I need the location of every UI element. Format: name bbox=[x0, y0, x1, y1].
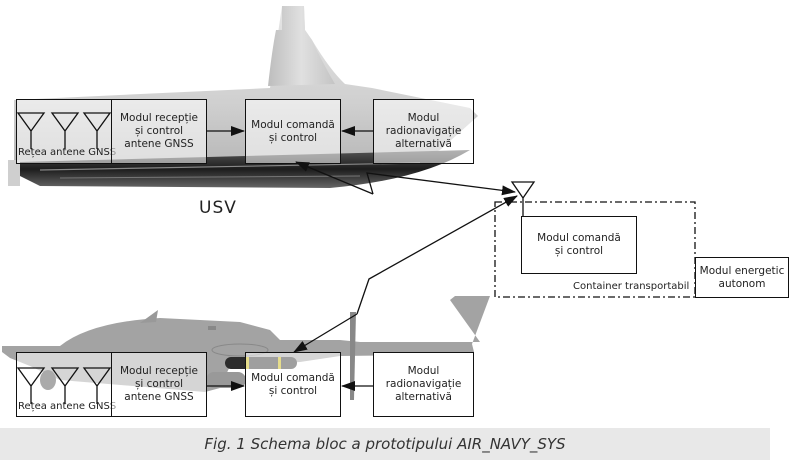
container-label: Container transportabil bbox=[573, 281, 690, 292]
usv-reception-module: Modul recepție și control antene GNSS bbox=[111, 99, 207, 164]
usv-antenna-array-label: Rețea antene GNSS bbox=[18, 147, 117, 158]
figure-caption: Fig. 1 Schema bloc a prototipului AIR_NA… bbox=[0, 428, 770, 460]
container-energy-module: Modul energetic autonom bbox=[695, 257, 789, 298]
uav-reception-module: Modul recepție și control antene GNSS bbox=[111, 352, 207, 417]
container-command-module: Modul comandă și control bbox=[521, 216, 637, 274]
uav-command-module: Modul comandă și control bbox=[245, 352, 341, 417]
usv-gnss-antennas-icon bbox=[16, 112, 112, 149]
usv-radionav-module: Modul radionavigație alternativă bbox=[373, 99, 474, 164]
uav-antenna-array-label: Rețea antene GNSS bbox=[18, 401, 117, 412]
usv-command-module: Modul comandă și control bbox=[245, 99, 341, 164]
uav-gnss-antennas-icon bbox=[16, 367, 112, 404]
usv-label: USV bbox=[199, 198, 237, 218]
uav-radionav-module: Modul radionavigație alternativă bbox=[373, 352, 474, 417]
